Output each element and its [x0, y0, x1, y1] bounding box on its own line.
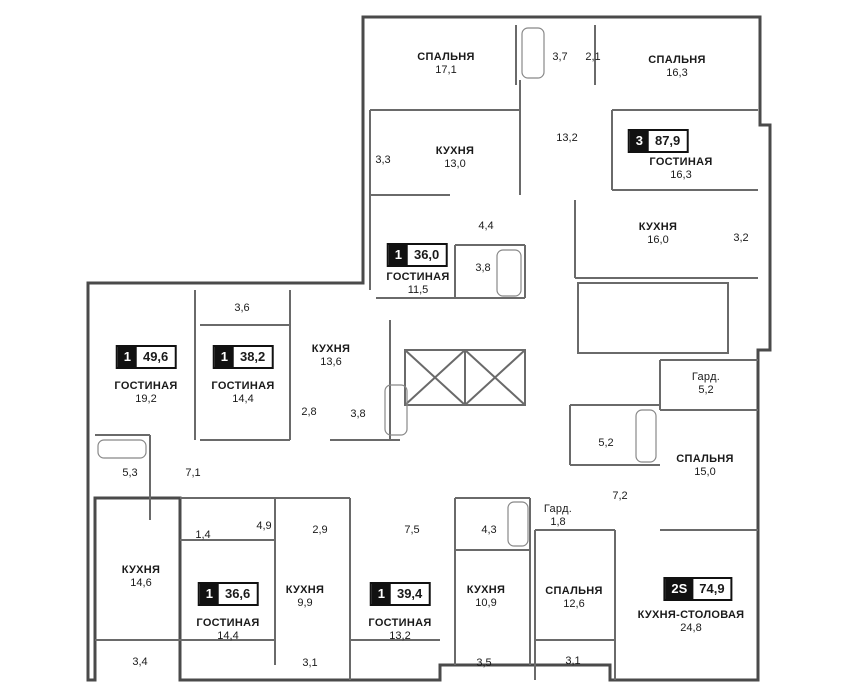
total-area: 74,9 [699, 581, 725, 596]
area-label: 3,8 [350, 408, 366, 420]
area-label: 5,3 [122, 467, 138, 479]
area-label: 2,9 [312, 524, 328, 536]
area-label: 13,2 [556, 132, 578, 144]
area-label: 3,6 [234, 302, 250, 314]
rooms-count: 1 [199, 584, 219, 604]
total-area: 87,9 [654, 133, 681, 148]
room-label: Гард.1,8 [543, 503, 573, 528]
area-label: 1,4 [195, 529, 211, 541]
area-label: 3,8 [475, 262, 491, 274]
area-label: 3,4 [132, 656, 148, 668]
area-label: 4,9 [256, 520, 272, 532]
area-label: 7,1 [185, 467, 201, 479]
area-label: 4,4 [478, 220, 494, 232]
room-label: Гард.5,2 [691, 371, 721, 396]
area-label: 2,8 [301, 406, 317, 418]
area-label: 5,2 [598, 437, 614, 449]
area-label: 3,2 [733, 232, 749, 244]
area-label: 4,3 [481, 524, 497, 536]
apartment-badge[interactable]: 2S 74,9 [663, 577, 733, 601]
area-label: 3,3 [375, 154, 391, 166]
total-area: 39,4 [396, 586, 423, 601]
rooms-count: 2S [665, 579, 694, 599]
rooms-count: 3 [629, 131, 649, 151]
area-label: 3,1 [565, 655, 581, 667]
total-area: 38,2 [239, 349, 266, 364]
area-label: 7,5 [404, 524, 420, 536]
total-area: 36,6 [224, 586, 251, 601]
rooms-count: 1 [388, 245, 408, 265]
total-area: 36,0 [413, 247, 440, 262]
rooms-count: 1 [214, 347, 234, 367]
total-area: 49,6 [142, 349, 169, 364]
area-label: 3,1 [302, 657, 318, 669]
rooms-count: 1 [371, 584, 391, 604]
area-label: 3,5 [476, 657, 492, 669]
rooms-count: 1 [117, 347, 137, 367]
area-label: 3,7 [552, 51, 568, 63]
area-label: 7,2 [612, 490, 628, 502]
area-label: 2,1 [585, 51, 601, 63]
